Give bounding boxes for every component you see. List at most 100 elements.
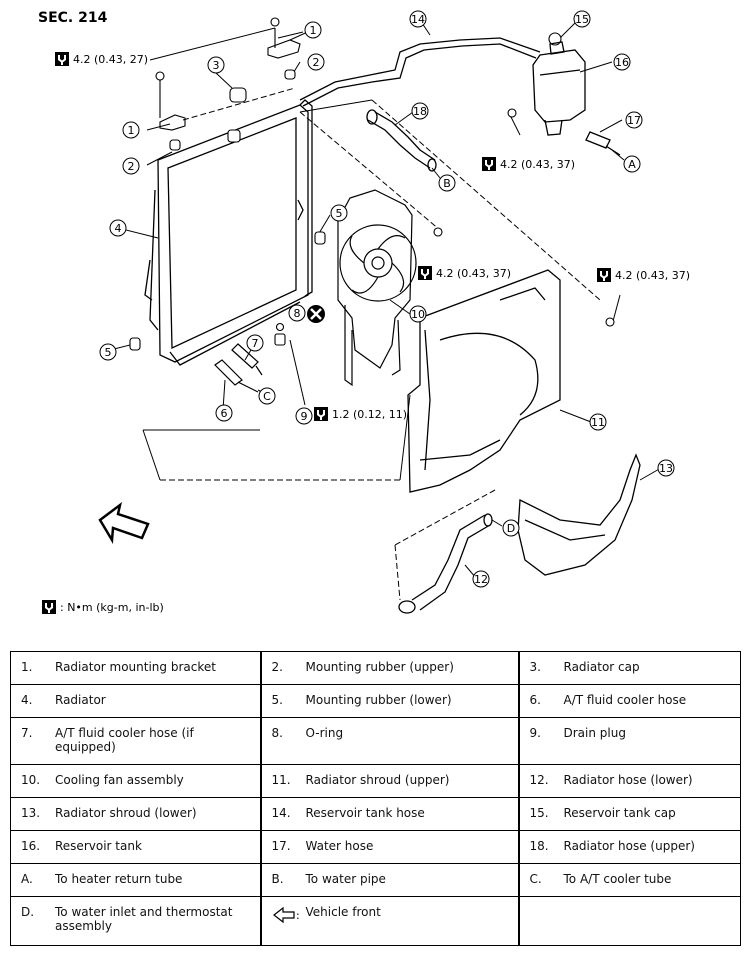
torque-value-2: 4.2 (0.43, 37): [500, 158, 575, 171]
legend-index: 9.: [529, 726, 541, 740]
legend-cell: [517, 896, 741, 946]
cooler-hoses: [214, 343, 263, 393]
legend-index: C.: [529, 872, 542, 886]
legend-index: A.: [21, 872, 33, 886]
legend-cell: 6.A/T fluid cooler hose: [517, 684, 741, 718]
legend-index: 15.: [529, 806, 549, 820]
callout: 1: [304, 21, 322, 39]
legend-index: 12.: [529, 773, 549, 787]
callout: 4: [109, 219, 127, 237]
connection-a: A: [611, 149, 641, 173]
legend-text: Radiator hose (lower): [563, 773, 693, 787]
legend-cell: 14.Reservoir tank hose: [259, 797, 519, 831]
legend-index: 14.: [271, 806, 291, 820]
callout: 16: [613, 53, 631, 71]
callout: 5: [99, 343, 117, 361]
callout: 12: [472, 570, 490, 588]
section-label: SEC. 214: [38, 10, 108, 26]
mounting-brackets: [159, 28, 301, 131]
legend-cell: 9.Drain plug: [517, 717, 741, 765]
radiator-hose-upper: [366, 109, 437, 172]
connection-letters: A B C D: [257, 149, 641, 537]
svg-text:1: 1: [128, 124, 135, 137]
legend-cell: 15. Reservoir tank cap: [517, 797, 741, 831]
legend-index: 4.: [21, 693, 33, 707]
connection-c: C: [257, 387, 276, 405]
callout: 7: [246, 334, 264, 352]
legend-index: 10.: [21, 773, 41, 787]
callout: 3: [207, 56, 225, 74]
legend-index: 3.: [529, 660, 541, 674]
legend-text: To heater return tube: [55, 872, 183, 886]
torque-value-4: 4.2 (0.43, 37): [615, 269, 690, 282]
legend-row: 4. Radiator 5. Mounting rubber (lower) 6.A/T…: [10, 684, 741, 718]
legend-cell: 7. A/T fluid cooler hose (if equipped): [10, 717, 261, 765]
legend-cell: 4. Radiator: [10, 684, 261, 718]
legend-cell: 12. Radiator hose (lower): [517, 764, 741, 798]
svg-text:D: D: [507, 522, 515, 535]
svg-text:15: 15: [575, 13, 589, 26]
legend-index: 18.: [529, 839, 549, 853]
legend-cell: 16. Reservoir tank: [10, 830, 261, 864]
svg-text:C: C: [263, 390, 271, 403]
svg-text:14: 14: [411, 13, 425, 26]
radiator-shroud-upper: [407, 269, 561, 493]
legend-text: Radiator: [55, 693, 106, 707]
callout: 18: [411, 102, 429, 120]
callout: 2: [122, 157, 140, 175]
legend-index: D.: [21, 905, 35, 919]
legend-index: 17.: [271, 839, 291, 853]
legend-row: D. To water inlet and thermostat assembly…: [10, 896, 741, 946]
callout: 13: [657, 459, 675, 477]
legend-text: To water inlet and thermostat assembly: [55, 905, 233, 933]
svg-text:3: 3: [213, 59, 220, 72]
legend-cell: :Vehicle front: [259, 896, 519, 946]
legend-cell: 8.O-ring: [259, 717, 519, 765]
legend-cell: 1.Radiator mounting bracket: [10, 651, 261, 685]
legend-cell: 17.Water hose: [259, 830, 519, 864]
legend-cell: D. To water inlet and thermostat assembly: [10, 896, 261, 946]
legend-index: :: [272, 905, 306, 928]
legend-cell: B.To water pipe: [259, 863, 519, 897]
legend-cell: 3. Radiator cap: [517, 651, 741, 685]
radiator-shroud-lower: [517, 453, 641, 576]
svg-text:7: 7: [252, 337, 259, 350]
callout: 11: [589, 413, 607, 431]
svg-text:4: 4: [115, 222, 122, 235]
legend-text: Radiator shroud (lower): [55, 806, 197, 820]
legend-text: Reservoir tank cap: [563, 806, 676, 820]
cooling-fan-assembly: [337, 189, 417, 387]
callout: 10: [409, 305, 427, 323]
vehicle-front-arrow: [98, 501, 150, 544]
svg-text:13: 13: [659, 462, 673, 475]
legend-text: Radiator cap: [563, 660, 640, 674]
legend-index: 5.: [271, 693, 283, 707]
svg-text::: :: [296, 909, 300, 922]
legend-index: 7.: [21, 726, 33, 740]
legend-cell: 11.Radiator shroud (upper): [259, 764, 519, 798]
svg-text:2: 2: [128, 160, 135, 173]
legend-index: B.: [271, 872, 284, 886]
legend-text: Reservoir tank: [55, 839, 142, 853]
legend-text: A/T fluid cooler hose (if equipped): [55, 726, 194, 754]
svg-text:11: 11: [591, 416, 605, 429]
legend-cell: 13. Radiator shroud (lower): [10, 797, 261, 831]
svg-text:9: 9: [301, 410, 308, 423]
o-ring-mark: [307, 305, 325, 323]
reservoir-tank-hose: [299, 37, 541, 107]
legend-cell: 2.Mounting rubber (upper): [259, 651, 519, 685]
legend-cell: 18.Radiator hose (upper): [517, 830, 741, 864]
svg-text:A: A: [628, 158, 636, 171]
legend-index: 11.: [271, 773, 291, 787]
water-hose: [585, 131, 621, 156]
callout: 14: [409, 10, 427, 28]
legend-text: To A/T cooler tube: [563, 872, 672, 886]
callout: 1: [122, 121, 140, 139]
legend-index: 1.: [21, 660, 33, 674]
torque-annotations: 4.2 (0.43, 27) 4.2 (0.43, 37) 4.2 (0.43,…: [42, 52, 690, 614]
legend-index: 13.: [21, 806, 41, 820]
legend-text: Mounting rubber (lower): [305, 693, 452, 707]
legend-index: 16.: [21, 839, 41, 853]
leader-lines: [109, 19, 662, 601]
